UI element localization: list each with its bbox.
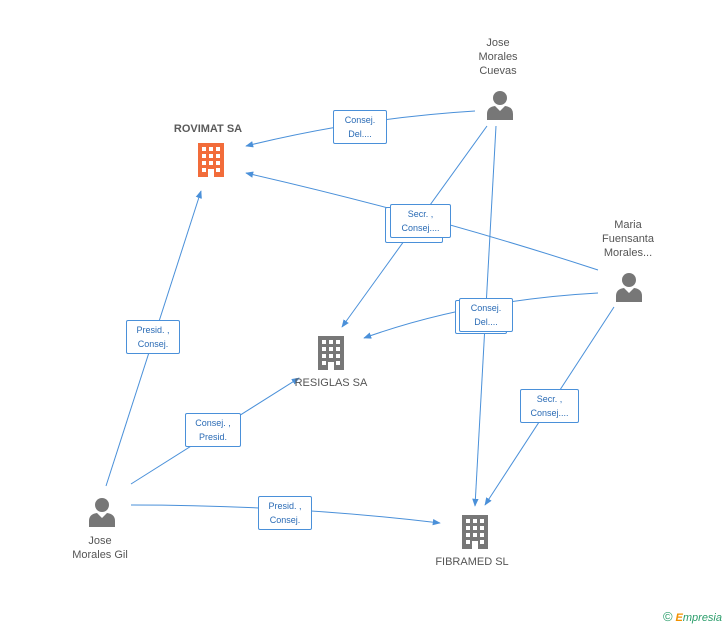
building-icon[interactable] [316,336,346,370]
empresia-brand[interactable]: ©Empresia [663,609,722,624]
copyright-symbol: © [662,609,673,624]
edge-label-line: Presid. , [268,501,302,511]
edge-label-line: Presid. [198,432,227,442]
edge-label-maria-resiglas[interactable]: Consej. Del.... [459,298,513,332]
edge-label-line: Consej.... [530,408,569,418]
building-icon[interactable] [196,143,226,177]
building-icon[interactable] [460,515,490,549]
company-name-resiglas[interactable]: RESIGLAS SA [294,377,368,389]
edge-label-line: Del.... [348,129,372,139]
edge-label-line: Del.... [474,317,498,327]
person-name-line: Morales [478,51,518,63]
edge-label-gil-fibramed[interactable]: Presid. , Consej. [258,496,312,530]
edge-label-line: Secr. , [536,394,563,404]
edge-label-cuevas-rovimat[interactable]: Consej. Del.... [333,110,387,144]
brand-e-logo: E [675,612,683,624]
edge-label-gil-resiglas[interactable]: Consej. , Presid. [185,413,241,447]
person-icon[interactable] [88,497,116,527]
person-name-line: Fuensanta [602,233,654,245]
person-name-line: Maria [614,219,642,231]
person-name-jose-morales-gil[interactable]: Jose Morales Gil [60,534,140,562]
person-name-line: Jose [486,37,510,49]
edge-label-gil-rovimat[interactable]: Presid. , Consej. [126,320,180,354]
person-name-maria-fuensanta[interactable]: Maria Fuensanta Morales... [588,218,668,260]
edge-label-maria-rovimat[interactable]: Secr. , Consej.... [390,204,451,238]
person-name-line: Cuevas [479,65,517,77]
edge-label-line: Consej. , [195,418,231,428]
person-icon[interactable] [486,90,514,120]
person-name-line: Morales... [603,247,653,259]
edge-label-line: Consej. [470,303,502,313]
person-name-jose-morales-cuevas[interactable]: Jose Morales Cuevas [458,36,538,78]
edge-label-line: Secr. , [407,209,434,219]
edge-label-maria-fibramed[interactable]: Secr. , Consej.... [520,389,579,423]
person-name-line: Jose [88,535,112,547]
edge-label-line: Consej. [137,339,169,349]
person-name-line: Morales Gil [72,549,128,561]
edge-label-line: Presid. , [136,325,170,335]
company-name-rovimat[interactable]: ROVIMAT SA [173,123,243,135]
edge-label-line: Consej.... [401,223,440,233]
company-name-fibramed[interactable]: FIBRAMED SL [435,556,509,568]
brand-name: mpresia [682,612,722,624]
person-icon[interactable] [615,272,643,302]
edge-label-line: Consej. [269,515,301,525]
edge-label-line: Consej. [344,115,376,125]
